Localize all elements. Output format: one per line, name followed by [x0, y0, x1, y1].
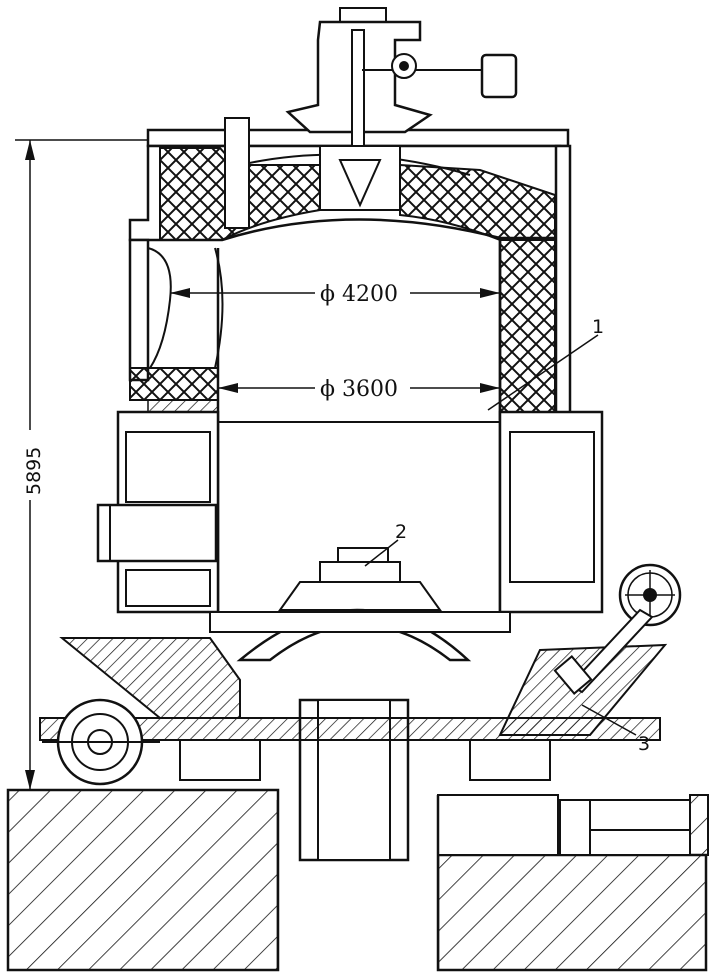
right-wall: [498, 239, 556, 421]
callout-1-label: 1: [592, 316, 604, 338]
outer-diameter-label: ϕ 4200: [320, 282, 398, 307]
callout-2: 2: [364, 521, 407, 567]
diameter-3600-dimension: ϕ 3600: [218, 373, 500, 402]
height-dim-label: 5895: [23, 447, 45, 495]
callout-1: 1: [487, 316, 604, 411]
feed-mechanism: [224, 7, 518, 229]
callout-2-label: 2: [395, 521, 407, 543]
left-wall: [128, 238, 224, 416]
callout-3-label: 3: [638, 733, 650, 755]
callout-3: 3: [581, 704, 650, 755]
left-housing: [96, 410, 220, 614]
hand-wheel: [553, 563, 682, 695]
inner-diameter-label: ϕ 3600: [320, 377, 398, 402]
right-housing: [498, 410, 604, 614]
drive-motor: [42, 698, 160, 786]
diameter-4200-dimension: ϕ 4200: [170, 278, 500, 307]
height-dimension: 5895: [15, 139, 150, 790]
